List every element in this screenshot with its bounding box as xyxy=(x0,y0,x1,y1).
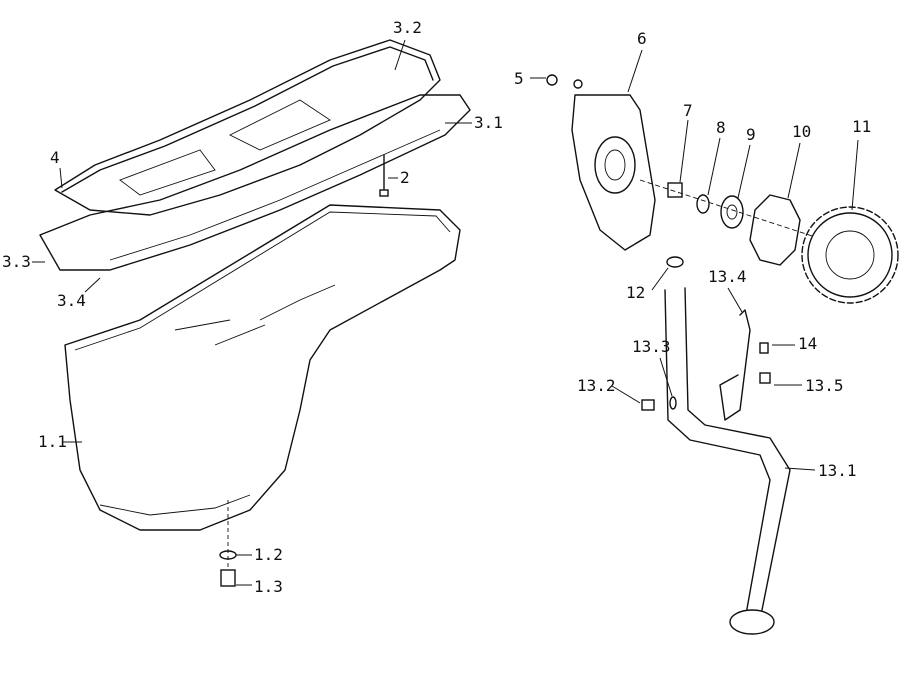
label-6: 6 xyxy=(637,29,647,48)
label-13-3: 13.3 xyxy=(632,337,671,356)
bolt-2 xyxy=(379,154,389,197)
oil-pan xyxy=(64,204,461,531)
label-3-1: 3.1 xyxy=(474,113,503,132)
leader-lines xyxy=(32,39,859,586)
oil-pickup-tube xyxy=(641,256,791,635)
oil-pump-housing xyxy=(546,74,656,251)
drain-plug xyxy=(219,500,237,587)
label-1-1: 1.1 xyxy=(38,432,67,451)
label-8: 8 xyxy=(716,118,726,137)
label-4: 4 xyxy=(50,148,60,167)
inner-rotor xyxy=(749,194,801,266)
pump-small-parts xyxy=(639,179,841,246)
label-11: 11 xyxy=(852,117,871,136)
label-3-3: 3.3 xyxy=(2,252,31,271)
label-9: 9 xyxy=(746,125,756,144)
label-5: 5 xyxy=(514,69,524,88)
label-13-2: 13.2 xyxy=(577,376,616,395)
label-14: 14 xyxy=(798,334,817,353)
label-10: 10 xyxy=(792,122,811,141)
drive-gear xyxy=(801,206,899,304)
label-13-1: 13.1 xyxy=(818,461,857,480)
label-7: 7 xyxy=(683,101,693,120)
oil-pan-gaskets xyxy=(39,39,471,271)
label-1-2: 1.2 xyxy=(254,545,283,564)
label-2: 2 xyxy=(400,168,410,187)
label-3-4: 3.4 xyxy=(57,291,86,310)
label-13-4: 13.4 xyxy=(708,267,747,286)
label-13-5: 13.5 xyxy=(805,376,844,395)
label-12: 12 xyxy=(626,283,645,302)
label-1-3: 1.3 xyxy=(254,577,283,596)
label-3-2: 3.2 xyxy=(393,18,422,37)
